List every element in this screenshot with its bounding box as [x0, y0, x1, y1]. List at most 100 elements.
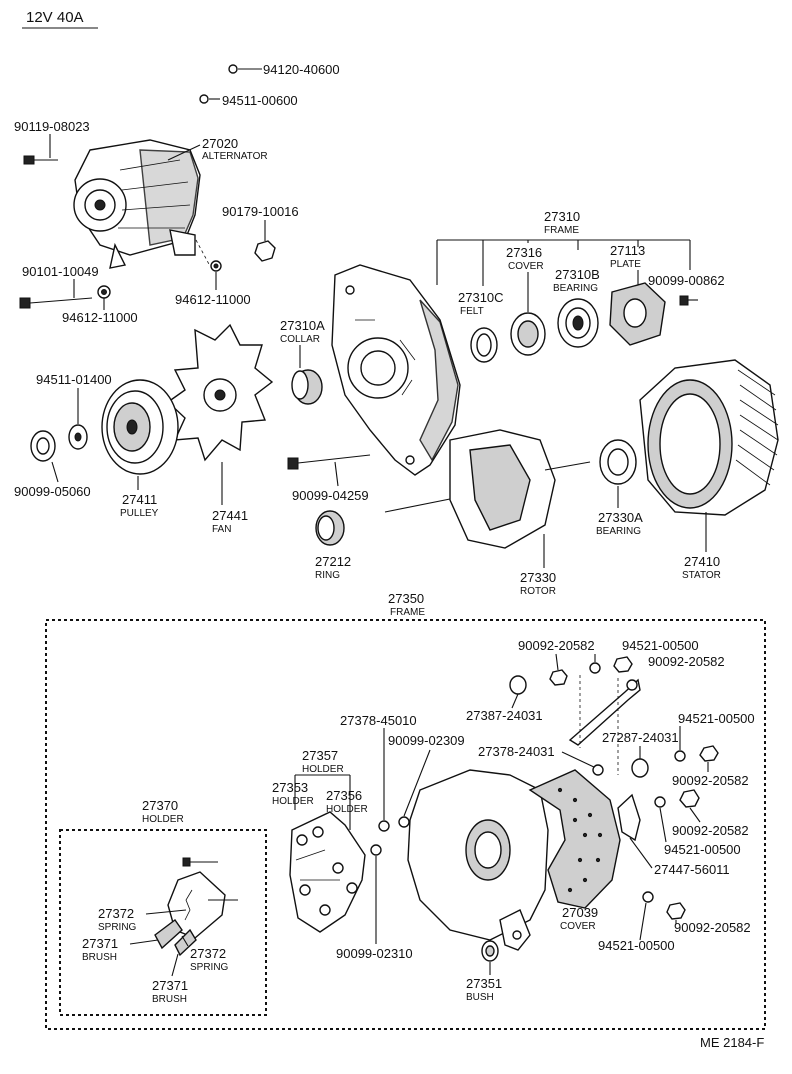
leader-27372-a [145, 909, 187, 915]
part-name-cover-27039: COVER [560, 921, 596, 932]
part-name-rotor: ROTOR [520, 586, 556, 597]
part-number-27447-56011: 27447-56011 [654, 862, 730, 877]
plate-drawing [609, 282, 666, 346]
part-number-27287-24031: 27287-24031 [602, 730, 679, 745]
part-name-brush-b: BRUSH [152, 994, 187, 1005]
part-number-27371-a: 27371 [82, 936, 118, 951]
cover-27316-drawing [510, 312, 546, 356]
part-name-holder-27353: HOLDER [272, 796, 314, 807]
ring-drawing [315, 510, 345, 546]
part-number-90092-20582-b: 90092-20582 [648, 654, 725, 669]
part-number-27387-24031: 27387-24031 [466, 708, 543, 723]
bolt-90119 [23, 155, 58, 165]
part-number-27378-45010: 27378-45010 [340, 713, 417, 728]
part-number-94612-11000-a: 94612-11000 [175, 292, 251, 307]
part-number-94521-00500-c: 94521-00500 [664, 842, 741, 857]
part-name-bearing-27310B: BEARING [553, 283, 598, 294]
collar-drawing [291, 369, 323, 405]
drive-end-frame-drawing [331, 264, 461, 476]
part-name-felt: FELT [460, 306, 484, 317]
leader-94521-c [659, 807, 667, 843]
part-number-90099-05060: 90099-05060 [14, 484, 91, 499]
part-number-90092-20582-e: 90092-20582 [674, 920, 751, 935]
leader-27371-a [129, 939, 159, 945]
nut-cluster-top [509, 656, 641, 746]
part-number-90099-04259: 90099-04259 [292, 488, 369, 503]
part-name-bush: BUSH [466, 992, 494, 1003]
part-number-90099-02310: 90099-02310 [336, 946, 413, 961]
part-number-27356: 27356 [326, 788, 362, 803]
part-number-27310C: 27310C [458, 290, 504, 305]
bolt-90099-04259 [287, 454, 371, 470]
leader-90092-a [555, 653, 559, 671]
part-name-fan: FAN [212, 524, 231, 535]
part-name-alternator: ALTERNATOR [202, 151, 268, 162]
part-number-27310B: 27310B [555, 267, 600, 282]
part-name-ring: RING [315, 570, 340, 581]
part-number-27330: 27330 [520, 570, 556, 585]
washer-94511-a [199, 94, 220, 104]
guide-dashed-1 [195, 239, 211, 267]
leader-27387 [511, 693, 519, 709]
part-number-27113: 27113 [610, 243, 645, 258]
screw-90099-00862 [679, 295, 698, 306]
part-number-94521-00500-b: 94521-00500 [678, 711, 755, 726]
leader-27020 [167, 144, 201, 161]
rectifier-holder-drawing [289, 811, 366, 933]
holder-27370-box [59, 829, 267, 1016]
leader-27378-24031 [561, 751, 597, 769]
part-number-27370: 27370 [142, 798, 178, 813]
part-number-94511-00600: 94511-00600 [222, 93, 298, 108]
part-number-90099-00862: 90099-00862 [648, 273, 725, 288]
part-name-holder-27356: HOLDER [326, 804, 368, 815]
part-number-27212: 27212 [315, 554, 351, 569]
bearing-27310B-drawing [557, 298, 599, 348]
bush-drawing [481, 940, 499, 962]
part-number-94521-00500-d: 94521-00500 [598, 938, 675, 953]
part-number-94521-00500-a: 94521-00500 [622, 638, 699, 653]
part-number-94612-11000-b: 94612-11000 [62, 310, 138, 325]
felt-drawing [470, 327, 498, 363]
part-number-90092-20582-c: 90092-20582 [672, 773, 749, 788]
washer-94612-a [210, 260, 222, 272]
rotor-drawing [384, 429, 591, 549]
part-number-27310: 27310 [544, 209, 580, 224]
part-name-cover-27316: COVER [508, 261, 544, 272]
part-number-94511-01400: 94511-01400 [36, 372, 112, 387]
washer-94511-01400 [68, 424, 88, 450]
part-number-27039: 27039 [562, 905, 598, 920]
leader-90099-04259 [334, 461, 339, 487]
part-number-90119-08023: 90119-08023 [14, 119, 90, 134]
frame-27310-bracket [436, 239, 691, 286]
part-name-spring-b: SPRING [190, 962, 229, 973]
leader-94521-d [639, 902, 647, 941]
stator-drawing [639, 359, 779, 516]
part-number-27372-a: 27372 [98, 906, 134, 921]
part-number-27411: 27411 [122, 492, 157, 507]
part-number-90179-10016: 90179-10016 [222, 204, 299, 219]
leader-90099-02309 [403, 749, 431, 817]
leader-27447 [629, 837, 653, 869]
fan-drawing [166, 323, 274, 462]
part-name-brush-a: BRUSH [82, 952, 117, 963]
diagram-reference-code: ME 2184-F [700, 1035, 764, 1050]
part-name-bearing-27330A: BEARING [596, 526, 641, 537]
part-number-27441: 27441 [212, 508, 248, 523]
bolt-90101 [19, 297, 93, 309]
brush-holder-drawing [154, 857, 238, 957]
part-number-27357: 27357 [302, 748, 338, 763]
nut-94120 [228, 64, 262, 74]
nut-90099-05060 [30, 430, 56, 462]
part-number-27371-b: 27371 [152, 978, 188, 993]
rear-frame-housing-drawing [407, 769, 549, 951]
part-name-holder-27357: HOLDER [302, 764, 344, 775]
part-number-90092-20582-d: 90092-20582 [672, 823, 749, 838]
leader-90092-d [689, 807, 701, 823]
diagram-title: 12V 40A [26, 9, 84, 26]
part-number-27410: 27410 [684, 554, 720, 569]
part-number-27310A: 27310A [280, 318, 325, 333]
part-number-27378-24031: 27378-24031 [478, 744, 555, 759]
leader-27371-b [171, 953, 179, 977]
part-number-27020: 27020 [202, 136, 238, 151]
